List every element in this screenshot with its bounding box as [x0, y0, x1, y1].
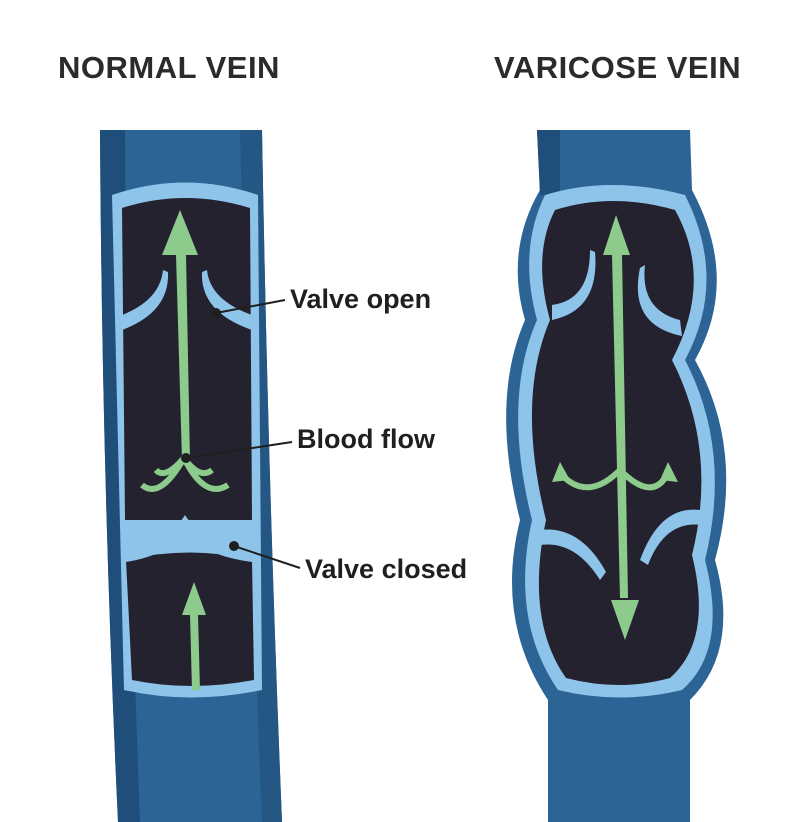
- valve-closed-label: Valve closed: [305, 554, 468, 584]
- varicose-vein-title: VARICOSE VEIN: [494, 50, 742, 85]
- blood-flow-arrow-icon: [140, 210, 230, 690]
- valve-open-label: Valve open: [290, 284, 432, 314]
- blood-flow-label: Blood flow: [297, 424, 435, 454]
- normal-vein: [100, 130, 282, 822]
- varicose-vein: [506, 130, 727, 822]
- leader-lines: [181, 299, 301, 569]
- reverse-blood-flow-arrow-icon: [552, 215, 678, 640]
- normal-vein-title: NORMAL VEIN: [58, 50, 280, 85]
